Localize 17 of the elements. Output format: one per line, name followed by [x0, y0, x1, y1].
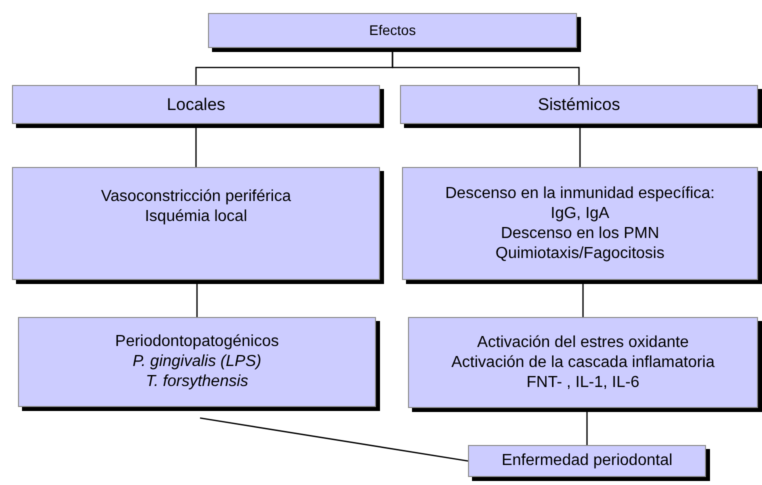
box-text: Descenso en la inmunidad específica:: [445, 184, 715, 204]
box-text: Activación del estres oxidante: [477, 332, 689, 352]
box-text: Locales: [166, 94, 226, 116]
box-text: Enfermedad periodontal: [502, 451, 672, 471]
box-text: Quimiotaxis/Fagocitosis: [496, 244, 664, 264]
box-text: Sistémicos: [538, 94, 620, 116]
box-text: T. forsythensis: [146, 372, 248, 392]
box-text: Isquémia local: [144, 206, 248, 226]
box-text: Vasoconstricción periférica: [100, 186, 291, 206]
connector-line: [200, 417, 468, 462]
box-text: IgG, IgA: [550, 204, 610, 224]
box-text: Efectos: [369, 22, 416, 40]
box-text: P. gingivalis (LPS): [132, 352, 262, 372]
box-text: Activación de la cascada inflamatoria: [451, 352, 715, 372]
box-text: Descenso en los PMN: [500, 224, 660, 244]
box-text: Periodontopatogénicos: [115, 332, 279, 352]
box-text: FNT- , IL-1, IL-6: [526, 372, 640, 392]
